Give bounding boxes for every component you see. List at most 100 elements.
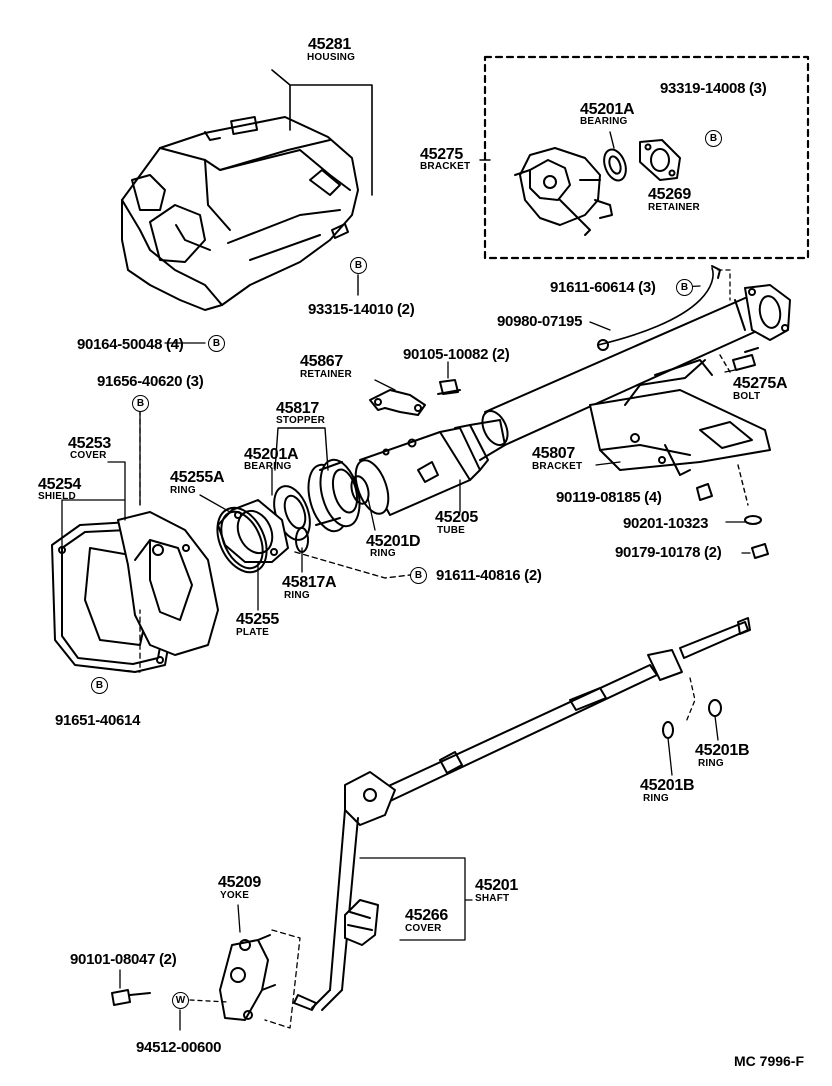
ring-45201b-left-part-name: RING xyxy=(643,793,669,804)
housing-part xyxy=(121,116,359,311)
cover-45266-part-number: 45266 xyxy=(405,907,448,924)
ring-45817a-part-name: RING xyxy=(284,590,310,601)
bracket-45807-part xyxy=(589,359,771,476)
washer-w-badge: W xyxy=(172,992,189,1009)
bearing-a-part-number: 45201A xyxy=(244,446,299,463)
bracket-top-part-name: BRACKET xyxy=(420,161,471,172)
screw-91651-badge: B xyxy=(91,677,108,694)
ring-45255a-part-number: 45255A xyxy=(170,469,225,486)
retainer-45867-part xyxy=(369,379,426,416)
plate-45255-part xyxy=(217,499,289,563)
shaft-part-number: 45201 xyxy=(475,877,518,894)
nut-90201-part xyxy=(744,515,762,525)
screw-91656-label: 91656-40620 (3) xyxy=(97,373,204,390)
screw-90164-badge: B xyxy=(208,335,225,352)
stopper-part-number: 45817 xyxy=(276,400,319,417)
yoke-45209-part xyxy=(219,934,276,1021)
ring-45201b-2-part xyxy=(708,699,722,741)
bolt-45275a-part-name: BOLT xyxy=(733,391,761,402)
wire-90980-label: 90980-07195 xyxy=(497,313,583,330)
yoke-part-name: YOKE xyxy=(220,890,250,901)
stopper-part-name: STOPPER xyxy=(276,415,326,426)
bearing-a-part-name: BEARING xyxy=(244,461,292,472)
kit-93319-badge: B xyxy=(705,130,722,147)
ring-45201d-part xyxy=(350,475,370,505)
kit-93319-label: 93319-14008 (3) xyxy=(660,80,767,97)
plate-part-name: PLATE xyxy=(236,627,270,638)
bolt-91611-60614-label: 91611-60614 (3) xyxy=(550,279,656,296)
housing-part-name: HOUSING xyxy=(307,52,356,63)
bolt-93315-part xyxy=(331,223,359,296)
bolt-90119-part xyxy=(696,483,713,501)
drawing-code: MC 7996-F xyxy=(734,1053,805,1069)
bolt-45275a-part-number: 45275A xyxy=(733,375,788,392)
bolt-93315-label: 93315-14010 (2) xyxy=(308,301,415,318)
bolt-90105-label: 90105-10082 (2) xyxy=(403,346,510,363)
retainer-45269-part-name: RETAINER xyxy=(648,202,700,213)
bracket-45807-part-name: BRACKET xyxy=(532,461,583,472)
screw-91651-label: 91651-40614 xyxy=(55,712,141,729)
ring-45255a-part-name: RING xyxy=(170,485,196,496)
bearing-a-top-part-number: 45201A xyxy=(580,101,635,118)
yoke-part-number: 45209 xyxy=(218,874,261,891)
cover-leader xyxy=(61,409,141,549)
ring-45817a-part-number: 45817A xyxy=(282,574,337,591)
housing-part-number: 45281 xyxy=(308,36,351,53)
bolt-b-badge: B xyxy=(350,257,367,274)
bracket-45275-part xyxy=(514,147,613,236)
retainer-45269-part-number: 45269 xyxy=(648,186,691,203)
bracket-45807-part-number: 45807 xyxy=(532,445,575,462)
shaft-part-name: SHAFT xyxy=(475,893,510,904)
shaft-leader xyxy=(359,857,473,941)
bracket-top-part-number: 45275 xyxy=(420,146,463,163)
bracket-dashed-leader xyxy=(719,354,749,506)
column-tube-part xyxy=(481,284,791,446)
ring-45201b-right-part-number: 45201B xyxy=(695,742,750,759)
nut-90201-label: 90201-10323 xyxy=(623,515,709,532)
shield-45254-part-number: 45254 xyxy=(38,476,81,493)
housing-leader xyxy=(271,69,373,196)
cover-45253-part-number: 45253 xyxy=(68,435,111,452)
cover-45266-part-name: COVER xyxy=(405,923,442,934)
washer-94512-label: 94512-00600 xyxy=(136,1039,222,1056)
retainer-45269-part xyxy=(639,139,681,181)
bolt-90101-label: 90101-08047 (2) xyxy=(70,951,177,968)
ring-45201d-part-number: 45201D xyxy=(366,533,421,550)
bolt-91611-40816-label: 91611-40816 (2) xyxy=(436,567,542,584)
screw-91656-badge: B xyxy=(132,395,149,412)
bolt-90101-part xyxy=(111,989,151,1006)
tube-45205-part xyxy=(354,419,506,516)
retainer-45867-part-number: 45867 xyxy=(300,353,343,370)
bolt-91611-60614-badge: B xyxy=(676,279,693,296)
bolt-91611-40816-dashed xyxy=(294,551,411,579)
bearing-a-top-part-name: BEARING xyxy=(580,116,628,127)
tube-part-number: 45205 xyxy=(435,509,478,526)
retainer-45867-part-name: RETAINER xyxy=(300,369,352,380)
plate-part-number: 45255 xyxy=(236,611,279,628)
tube-part-name: TUBE xyxy=(437,525,466,536)
shield-45254-part-name: SHIELD xyxy=(38,491,76,502)
ring-45201b-right-part-name: RING xyxy=(698,758,724,769)
bolt-91611-40816-badge: B xyxy=(410,567,427,584)
nut-90179-label: 90179-10178 (2) xyxy=(615,544,722,561)
bolt-90105-part xyxy=(437,361,461,395)
ring-45201d-part-name: RING xyxy=(370,548,396,559)
screw-90164-label: 90164-50048 (4) xyxy=(77,336,184,353)
ring-45255a-part xyxy=(216,506,268,574)
bolt-90119-label: 90119-08185 (4) xyxy=(556,489,662,506)
cover-45253-part xyxy=(117,511,219,656)
cover-45266-part xyxy=(344,899,379,946)
bolt-45275a-part xyxy=(732,347,759,371)
nut-90179-part xyxy=(751,543,769,559)
bracket-kit-dashed-box xyxy=(483,55,810,260)
ring-45201b-1-part xyxy=(662,721,674,776)
yoke-dashed xyxy=(264,929,301,1029)
stopper-45817-part xyxy=(307,458,361,533)
wire-90980-part xyxy=(597,267,714,346)
bearing-45201a-top-part xyxy=(603,131,627,182)
shaft-45201-part xyxy=(293,617,751,1011)
ring-45201b-left-part-number: 45201B xyxy=(640,777,695,794)
cover-45253-part-name: COVER xyxy=(70,450,107,461)
stopper-leader xyxy=(274,427,329,471)
